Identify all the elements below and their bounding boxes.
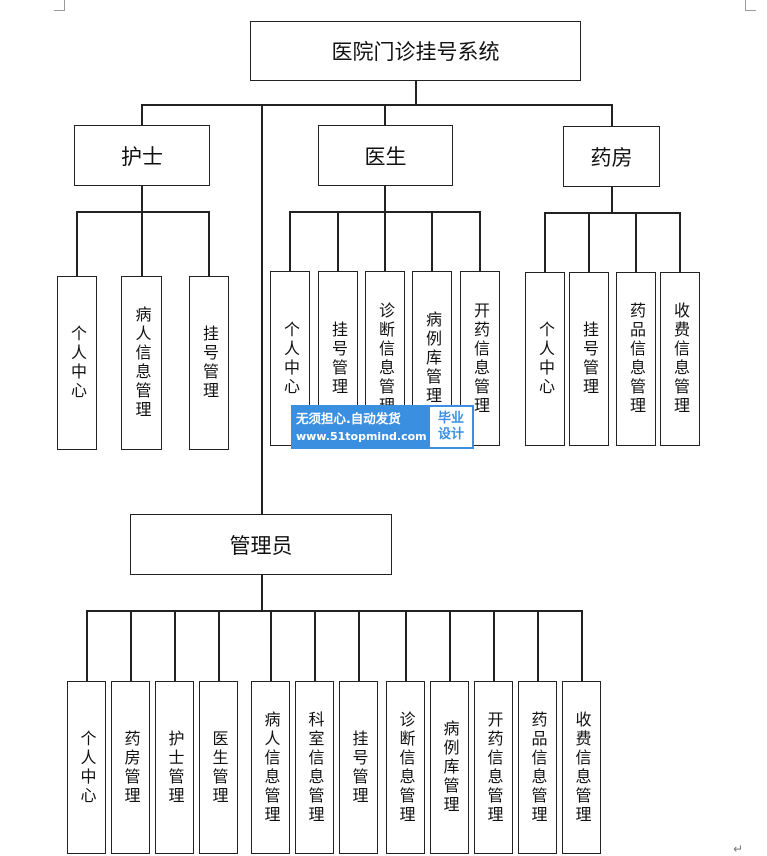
module-box: 个人中心	[57, 276, 97, 450]
module-box: 挂号管理	[339, 681, 378, 854]
paragraph-return-icon: ↵	[733, 842, 744, 856]
module-box: 药品信息管理	[518, 681, 557, 854]
connector-admin-module	[405, 610, 407, 682]
module-box: 医生管理	[199, 681, 238, 854]
connector-doctor-module	[431, 211, 433, 272]
connector-top-bus	[142, 104, 612, 106]
module-box: 诊断信息管理	[386, 681, 425, 854]
watermark-slogan: 无须担心.自动发货	[296, 410, 401, 426]
connector-doctor-module	[289, 211, 291, 272]
module-box: 挂号管理	[569, 272, 609, 446]
connector-pharmacy	[611, 104, 613, 127]
connector-admin-down	[261, 575, 263, 611]
page-corner-mark	[745, 0, 756, 11]
connector-admin-module	[358, 610, 360, 682]
connector-nurse	[141, 104, 143, 126]
connector-pharmacy-bus	[544, 212, 680, 214]
module-box: 收费信息管理	[562, 681, 601, 854]
module-box: 个人中心	[67, 681, 106, 854]
connector-admin-module	[218, 610, 220, 682]
connector-nurse-bus	[76, 211, 210, 213]
watermark-badge: 毕业 设计	[428, 405, 474, 449]
connector-root	[415, 80, 417, 105]
watermark-banner[interactable]: 无须担心.自动发货 www.51topmind.com 毕业 设计	[291, 405, 474, 449]
connector-doctor-down	[384, 186, 386, 212]
connector-admin-module	[174, 610, 176, 682]
module-box: 挂号管理	[189, 276, 229, 450]
system-title-box: 医院门诊挂号系统	[250, 21, 581, 81]
module-box: 护士管理	[155, 681, 194, 854]
module-box: 药房管理	[111, 681, 150, 854]
module-box: 病例库管理	[430, 681, 469, 854]
connector-admin-module	[130, 610, 132, 682]
module-box: 收费信息管理	[660, 272, 700, 446]
module-box: 病人信息管理	[121, 276, 162, 450]
watermark-url: www.51topmind.com	[296, 429, 427, 443]
connector-nurse-module	[208, 211, 210, 277]
connector-doctor-module	[479, 211, 481, 272]
connector-admin-module	[493, 610, 495, 682]
connector-admin-bus	[86, 610, 581, 612]
connector-nurse-module	[141, 211, 143, 277]
connector-admin-module	[449, 610, 451, 682]
connector-nurse-module	[76, 211, 78, 277]
connector-admin-module	[537, 610, 539, 682]
connector-pharmacy-module	[588, 212, 590, 273]
module-box: 药品信息管理	[616, 272, 656, 446]
connector-nurse-down	[141, 186, 143, 212]
watermark-text-block: 无须担心.自动发货 www.51topmind.com	[291, 405, 428, 449]
module-box: 开药信息管理	[474, 681, 513, 854]
connector-admin-module	[314, 610, 316, 682]
connector-admin-module	[270, 610, 272, 682]
connector-pharmacy-module	[679, 212, 681, 273]
connector-doctor-module	[337, 211, 339, 272]
module-box: 病人信息管理	[251, 681, 290, 854]
connector-doctor	[384, 104, 386, 126]
connector-doctor-module	[384, 211, 386, 272]
role-box-doctor: 医生	[318, 125, 453, 186]
page-corner-mark	[54, 0, 65, 11]
module-box: 科室信息管理	[295, 681, 334, 854]
module-box: 开药信息管理	[460, 271, 500, 446]
connector-pharmacy-module	[544, 212, 546, 273]
connector-admin	[261, 104, 263, 515]
role-box-pharmacy: 药房	[563, 126, 660, 187]
module-box: 个人中心	[525, 272, 565, 446]
role-box-nurse: 护士	[74, 125, 210, 186]
role-box-admin: 管理员	[130, 514, 392, 575]
connector-pharmacy-down	[611, 186, 613, 213]
connector-admin-module	[581, 610, 583, 682]
watermark-badge-line1: 毕业	[437, 411, 464, 426]
watermark-badge-line2: 设计	[437, 427, 464, 442]
connector-pharmacy-module	[635, 212, 637, 273]
connector-admin-module	[86, 610, 88, 682]
